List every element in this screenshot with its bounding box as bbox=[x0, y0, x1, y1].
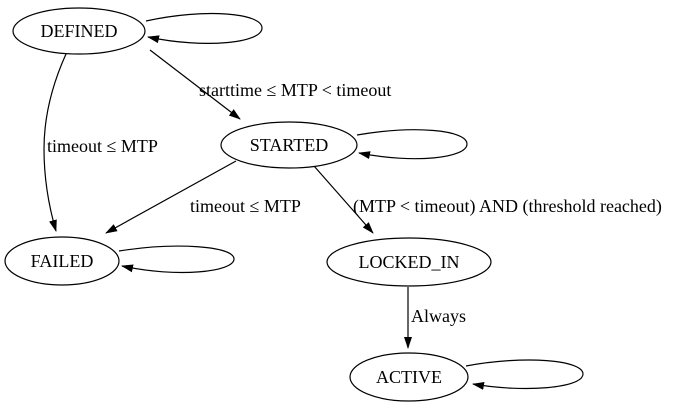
state-label-active: ACTIVE bbox=[376, 367, 442, 387]
state-node-lockedin: LOCKED_IN bbox=[326, 237, 492, 287]
self-loops bbox=[118, 12, 584, 390]
transition-edges bbox=[43, 49, 412, 349]
state-label-started: STARTED bbox=[250, 135, 328, 155]
edge-started-failed bbox=[105, 160, 237, 234]
self-loop-started bbox=[356, 129, 468, 160]
state-node-failed: FAILED bbox=[4, 236, 120, 286]
edge-label-defined-started: starttime ≤ MTP < timeout bbox=[199, 80, 391, 100]
state-label-defined: DEFINED bbox=[41, 21, 118, 41]
edge-defined-started bbox=[149, 49, 241, 120]
self-loop-active bbox=[465, 359, 584, 390]
state-label-failed: FAILED bbox=[31, 251, 94, 271]
state-node-defined: DEFINED bbox=[12, 7, 146, 55]
state-ellipse-defined bbox=[12, 7, 146, 55]
state-ellipse-failed bbox=[4, 236, 120, 286]
state-ellipse-lockedin bbox=[326, 237, 492, 287]
state-ellipse-active bbox=[349, 352, 469, 402]
state-node-active: ACTIVE bbox=[349, 352, 469, 402]
edge-label-started-failed: timeout ≤ MTP bbox=[190, 196, 301, 216]
edge-label-lockedin-active: Always bbox=[411, 306, 466, 326]
edge-label-defined-failed: timeout ≤ MTP bbox=[47, 136, 158, 156]
edge-started-lockedin bbox=[313, 165, 374, 234]
state-node-started: STARTED bbox=[220, 121, 358, 169]
edge-defined-failed bbox=[43, 53, 67, 232]
self-loop-defined bbox=[145, 12, 263, 44]
self-loop-failed bbox=[118, 245, 235, 274]
edge-label-started-lockedin: (MTP < timeout) AND (threshold reached) bbox=[353, 196, 662, 217]
state-label-lockedin: LOCKED_IN bbox=[359, 252, 460, 272]
state-nodes: DEFINED STARTED FAILED LOCKED_IN ACTIVE bbox=[4, 7, 492, 402]
state-ellipse-started bbox=[220, 121, 358, 169]
edge-labels: starttime ≤ MTP < timeout timeout ≤ MTP … bbox=[47, 80, 662, 326]
